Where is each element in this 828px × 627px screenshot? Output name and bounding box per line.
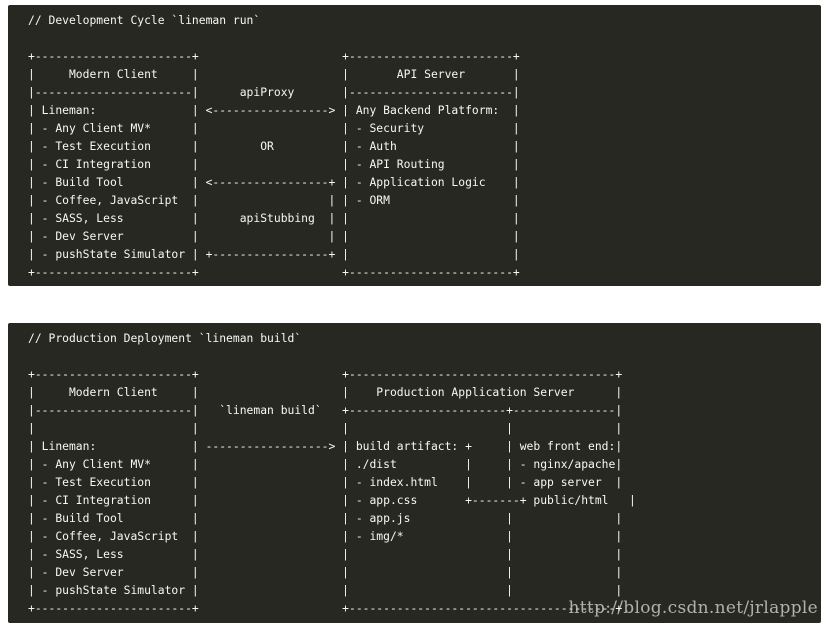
code-line: | - Coffee, JavaScript | | | - ORM | [28,193,520,207]
code-block-production-deployment: // Production Deployment `lineman build`… [8,323,821,623]
code-line: |-----------------------| `lineman build… [28,403,623,417]
code-line: | - CI Integration | | - app.css +------… [28,493,636,507]
code-line: +-----------------------+ +-------------… [28,601,623,615]
watermark: http://blog.csdn.net/jrlapple [568,598,818,618]
code-line: | - Test Execution | OR | - Auth | [28,139,520,153]
code-block-development-cycle: // Development Cycle `lineman run` +----… [8,5,821,286]
code-line: | - pushState Simulator | +-------------… [28,247,520,261]
code-line: | - Build Tool | <-----------------+ | -… [28,175,520,189]
production-deployment-diagram: // Production Deployment `lineman build`… [8,323,821,617]
code-line: | Lineman: | ------------------> | build… [28,439,623,453]
code-line: | - Dev Server | | | | [28,565,623,579]
code-line: | Modern Client | | Production Applicati… [28,385,623,399]
code-line: |-----------------------| apiProxy |----… [28,85,520,99]
code-line: | | | | | [28,421,623,435]
code-line: | - pushState Simulator | | | | [28,583,623,597]
code-line: | Modern Client | | API Server | [28,67,520,81]
code-line: | Lineman: | <-----------------> | Any B… [28,103,520,117]
code-line: | - Any Client MV* | | - Security | [28,121,520,135]
code-line: | - SASS, Less | apiStubbing | | | [28,211,520,225]
code-line: +-----------------------+ +-------------… [28,367,623,381]
code-line: | - Dev Server | | | | [28,229,520,243]
code-line: // Development Cycle `lineman run` [28,13,261,27]
code-line: | - CI Integration | | - API Routing | [28,157,520,171]
code-line: | - Test Execution | | - index.html | | … [28,475,623,489]
development-cycle-diagram: // Development Cycle `lineman run` +----… [8,5,821,281]
code-line: | - SASS, Less | | | | [28,547,623,561]
code-line: // Production Deployment `lineman build` [28,331,302,345]
code-line: +-----------------------+ +-------------… [28,49,520,63]
code-line: | - Coffee, JavaScript | | - img/* | | [28,529,623,543]
code-line: | - Any Client MV* | | ./dist | | - ngin… [28,457,623,471]
code-line: +-----------------------+ +-------------… [28,265,520,279]
code-line: | - Build Tool | | - app.js | | [28,511,623,525]
